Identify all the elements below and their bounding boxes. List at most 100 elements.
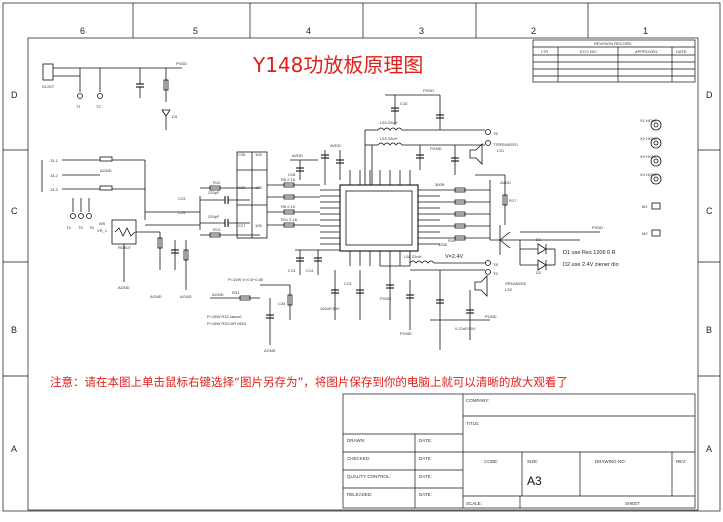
svg-text:AVDD: AVDD — [330, 143, 341, 148]
outer-frame — [2, 2, 721, 512]
mounting-holes: X1 HOLE X2 HOLE X3 HOLE X4 HOLE M1 M2 — [640, 118, 662, 237]
svg-text:PVDD: PVDD — [592, 225, 603, 230]
svg-text:LS2: LS2 — [505, 287, 513, 292]
svg-text:R12: R12 — [213, 180, 221, 185]
svg-text:C13: C13 — [288, 268, 296, 273]
capacitor-ladder: C26 C28 C27 105 105 105 R6 2.1K R8 2.1K … — [236, 151, 320, 239]
revision-header: REVISION RECORD — [594, 41, 632, 46]
row-label-D: D — [11, 90, 18, 100]
column-label-6: 6 — [80, 26, 85, 36]
svg-text:C15: C15 — [400, 101, 408, 106]
tb-quality: QUALITY CONTROL: — [347, 474, 391, 479]
avdd-supply: AVDD C18 — [288, 153, 318, 180]
column-label-5: 5 — [193, 26, 198, 36]
svg-text:C13: C13 — [344, 281, 352, 286]
power-select-section: P=10W V=0.8~0.85 R31 AGND C34 P=15W R32 … — [207, 277, 293, 353]
svg-text:T6: T6 — [493, 131, 498, 136]
svg-text:105: 105 — [255, 185, 262, 190]
column-label-2: 2 — [531, 26, 536, 36]
save-image-note: 注意：请在本图上单击鼠标右键选择“图片另存为”，将图片保存到你的电脑上就可以清晰… — [50, 375, 568, 389]
svg-text:T7: T7 — [493, 142, 498, 147]
svg-text:AGND: AGND — [150, 294, 162, 299]
tb-drawn-date: DATE: — [419, 438, 432, 443]
tb-code: CODE: — [484, 459, 498, 464]
tb-size: SIZE: — [527, 459, 538, 464]
svg-text:300R: 300R — [435, 182, 445, 187]
feedback-network: 300R 120K R19 AVDD R17 — [435, 174, 517, 247]
svg-text:J3-2: J3-2 — [50, 173, 59, 178]
svg-text:T6: T6 — [89, 225, 94, 230]
tb-drawn: DRAWN: — [347, 438, 365, 443]
column-label-1: 1 — [643, 26, 648, 36]
revision-col-eco: ECO NO: — [580, 49, 597, 54]
column-label-3: 3 — [419, 26, 424, 36]
svg-text:LS1: LS1 — [497, 148, 505, 153]
svg-text:R6 2.1K: R6 2.1K — [281, 177, 296, 182]
tb-checked: CHECKED: — [347, 456, 370, 461]
svg-text:R13: R13 — [213, 227, 221, 232]
svg-text:M2: M2 — [642, 231, 648, 236]
svg-text:T2: T2 — [96, 104, 101, 109]
svg-text:C23: C23 — [178, 196, 186, 201]
svg-text:R8 2.1K: R8 2.1K — [281, 204, 296, 209]
svg-text:R31: R31 — [232, 290, 240, 295]
svg-text:C24: C24 — [178, 210, 186, 215]
row-ticks — [3, 149, 720, 377]
revision-table — [532, 39, 696, 83]
svg-text:V=2.4V: V=2.4V — [445, 254, 464, 260]
svg-text:T1: T1 — [76, 104, 81, 109]
svg-text:SPEAKER2: SPEAKER2 — [505, 281, 527, 286]
svg-text:AGND: AGND — [100, 168, 112, 173]
row-label-B-right: B — [706, 325, 712, 335]
column-ticks — [132, 3, 589, 38]
ic-bypass-caps: AVDD C13 C14 — [288, 143, 344, 275]
row-label-A: A — [11, 444, 17, 454]
svg-text:R19: R19 — [448, 238, 456, 243]
tb-released-date: DATE: — [419, 492, 432, 497]
svg-text:SPEAKER1: SPEAKER1 — [497, 142, 519, 147]
svg-text:C34: C34 — [278, 301, 286, 306]
page-title: Y148功放板原理图 — [252, 53, 423, 77]
svg-text:M1: M1 — [642, 204, 648, 209]
svg-text:C26: C26 — [238, 152, 246, 157]
svg-text:AGND: AGND — [264, 348, 276, 353]
svg-text:VR_1: VR_1 — [97, 228, 108, 233]
tb-scale: SCALE: — [466, 501, 482, 506]
svg-text:PVDD: PVDD — [423, 88, 434, 93]
svg-text:X1 HOLE: X1 HOLE — [640, 118, 657, 123]
column-label-4: 4 — [306, 26, 311, 36]
svg-text:AVDD: AVDD — [292, 153, 303, 158]
svg-text:T4: T4 — [66, 225, 71, 230]
svg-text:L54 22uH: L54 22uH — [380, 120, 397, 125]
svg-text:X2 HOLE: X2 HOLE — [640, 136, 657, 141]
svg-text:X3 HOLE: X3 HOLE — [640, 154, 657, 159]
svg-text:105: 105 — [255, 223, 262, 228]
svg-text:C28: C28 — [238, 185, 246, 190]
svg-text:X4 HOLE: X4 HOLE — [640, 172, 657, 177]
tb-rev: REV: — [676, 459, 686, 464]
svg-text:PVDD: PVDD — [176, 61, 187, 66]
svg-text:D1: D1 — [536, 237, 542, 242]
row-label-A-right: A — [706, 444, 712, 454]
svg-text:PGND: PGND — [430, 146, 442, 151]
tb-company: COMPANY: — [466, 398, 489, 403]
tb-drawing-no: DRAWING NO: — [595, 459, 626, 464]
svg-text:D2 use 2.4V ziener dio: D2 use 2.4V ziener dio — [563, 262, 619, 268]
svg-text:T8: T8 — [493, 262, 498, 267]
svg-text:RDS07: RDS07 — [118, 245, 132, 250]
svg-text:T9: T9 — [493, 271, 498, 276]
svg-text:PVDD: PVDD — [380, 296, 391, 301]
row-label-C-right: C — [706, 206, 713, 216]
tb-title: TITLE: — [466, 421, 480, 426]
svg-text:L53 22uH: L53 22uH — [380, 136, 397, 141]
coupling-capacitors: C23 C24 220pF 220pF R13 R12 — [178, 180, 260, 238]
svg-text:J3-1: J3-1 — [50, 158, 59, 163]
revision-col-ltr: LTR — [541, 49, 548, 54]
svg-text:DC/DT: DC/DT — [42, 84, 55, 89]
amplifier-ic — [320, 170, 440, 266]
svg-text:120K: 120K — [438, 242, 448, 247]
tb-released: RELEASED: — [347, 492, 372, 497]
svg-text:P=10W V=0.8~0.85: P=10W V=0.8~0.85 — [228, 277, 264, 282]
